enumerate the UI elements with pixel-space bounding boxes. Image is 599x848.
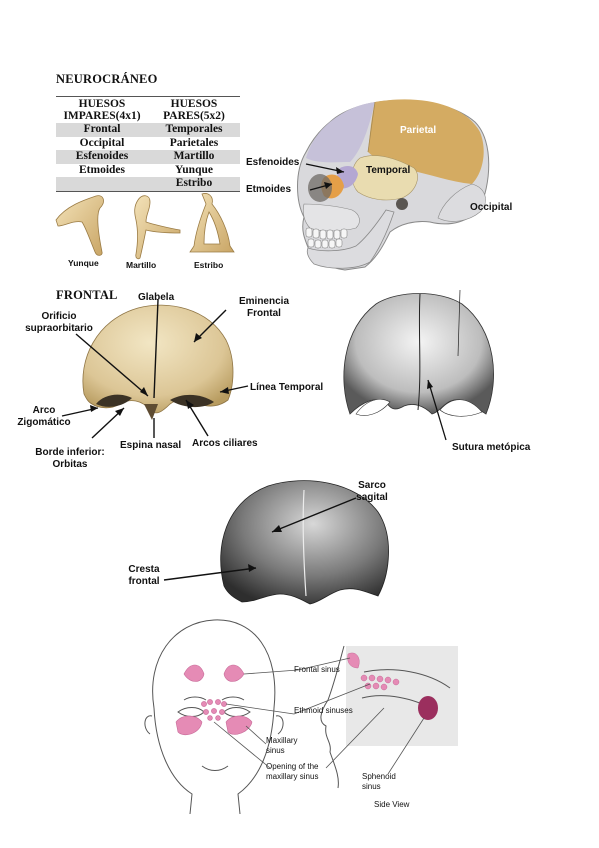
label-sphenoid-sinus: Sphenoid sinus [362,772,396,791]
label-espina-nasal: Espina nasal [120,440,182,451]
label-yunque: Yunque [68,258,99,268]
table-cell: Temporales [148,123,240,137]
table-cell: Etmoides [79,163,125,176]
table-cell: Frontal [56,123,148,137]
paranasal-sinuses-illustration [144,619,458,815]
label-borde-inferior: Borde inferior: Orbitas [35,447,105,470]
yunque-bone [55,195,104,256]
table-row: Esfenoides Martillo [56,150,240,164]
label-temporal: Temporal [366,165,411,176]
martillo-bone [134,195,181,260]
frontal-bone-anterior [61,299,249,439]
frontal-bone-interior [163,480,389,605]
orbit [308,174,332,202]
cresta-frontal-pointer [163,567,257,581]
label-linea-temporal: Línea Temporal [250,382,324,393]
table-cell: Parietales [169,136,219,149]
label-estribo: Estribo [194,260,224,270]
ear-canal [396,198,408,210]
metopic-suture-line [417,293,421,411]
table-cell: Esfenoides [56,150,148,164]
label-surco-sagital: Sarco sagital [356,480,388,503]
orbit-right [96,394,132,407]
orbit-left [170,394,214,408]
front-view-head [144,619,284,815]
side-view-panel [346,646,458,746]
table-cell: Martillo [148,150,240,164]
surco-sagital-pointer [271,497,357,533]
frontal-bone-engraving [343,289,494,441]
label-side-view: Side View [374,800,410,809]
sphenoid-sinus-mark [418,696,438,720]
lateral-skull-illustration [297,99,490,271]
interior-bone-shape [220,480,389,605]
label-occipital: Occipital [470,202,513,213]
front-sinus-marks [175,664,253,735]
label-etmoides: Etmoides [246,184,292,195]
table-cell: Estribo [148,177,240,192]
ossicles-illustration [55,193,235,260]
header-impares: HUESOS IMPARES(4x1) [56,96,148,123]
sinus-pointers [213,657,425,775]
estribo-bone [189,193,235,253]
label-ethmoid-sinuses: Ethmoid sinuses [294,706,353,715]
table-header-row: HUESOS IMPARES(4x1) HUESOS PARES(5x2) [56,96,240,123]
orificio-pointer [75,333,149,397]
table-row: Frontal Temporales [56,123,240,137]
header-pares: HUESOS PARES(5x2) [148,96,240,123]
table-row: Etmoides Yunque [56,164,240,178]
side-sinus-marks [347,652,400,691]
label-arco-zigomatico: Arco Zigomático [17,405,71,428]
sutura-pointer [427,379,447,441]
frontal-bone-region [306,102,375,163]
label-eminencia: Eminencia Frontal [238,296,290,319]
table-cell: Yunque [175,163,213,176]
label-maxillary-sinus: Maxillary sinus [266,736,298,755]
table-cell: Occipital [79,136,125,149]
neurocraneo-title: NEUROCRÁNEO [56,72,158,86]
label-parietal: Parietal [400,125,437,136]
coronal-suture [367,101,376,153]
label-arcos-ciliares: Arcos ciliares [192,438,258,449]
table-cell [56,177,148,192]
nasal-notch [144,404,158,420]
glabela-pointer [153,299,159,399]
frontal-title: FRONTAL [56,288,118,302]
mandible [306,209,395,269]
label-cresta-frontal: Cresta frontal [128,564,160,587]
label-martillo: Martillo [126,260,157,270]
label-esfenoides: Esfenoides [246,157,300,168]
label-sutura-metopica: Sutura metópica [452,442,531,453]
label-orificio: Orificio supraorbitario [25,311,93,334]
teeth [305,227,348,249]
label-glabela: Glabela [138,292,175,303]
table-row: Estribo [56,177,240,192]
label-opening-maxillary: Opening of the maxillary sinus [266,762,319,781]
label-frontal-sinus: Frontal sinus [294,665,340,674]
table-row: Occipital Parietales [56,137,240,151]
crest-line [302,489,307,597]
occipital-bone [437,183,486,222]
bones-table: HUESOS IMPARES(4x1) HUESOS PARES(5x2) Fr… [56,96,240,192]
maxilla [302,203,360,232]
